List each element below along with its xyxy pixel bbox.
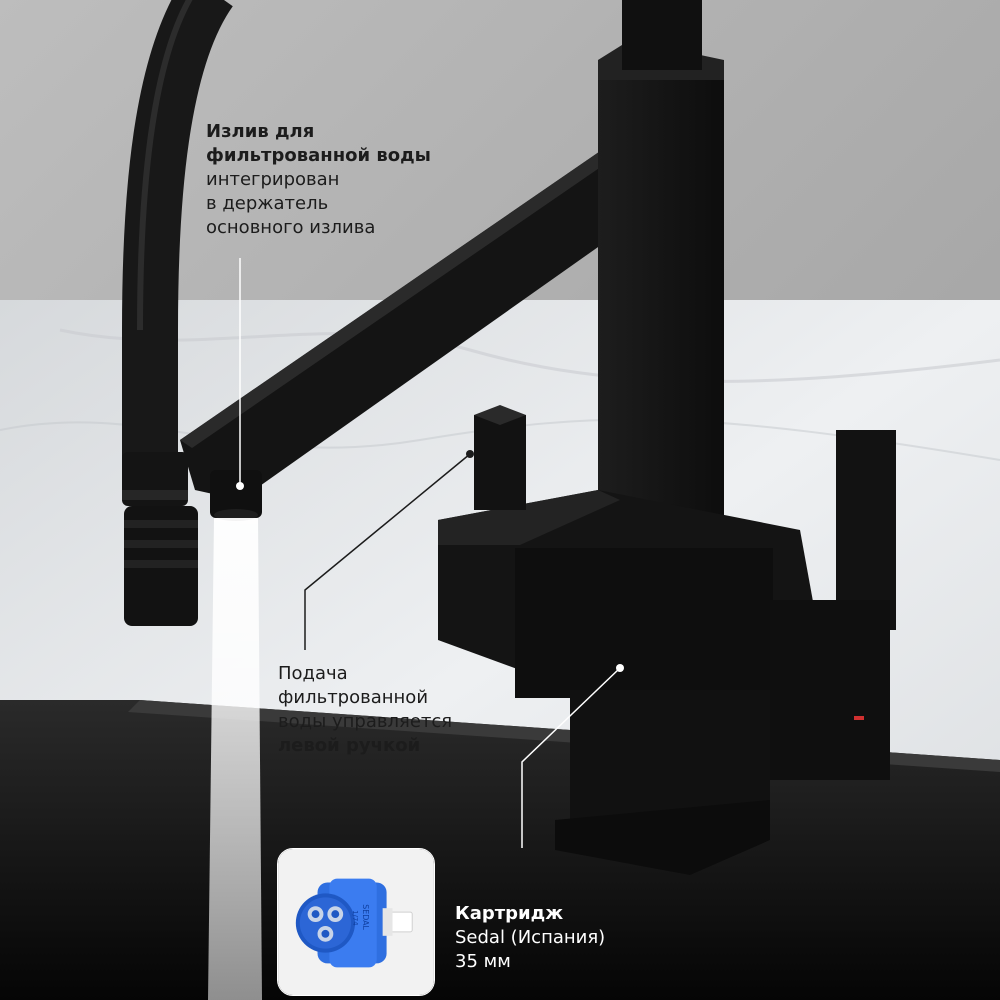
mixer-base xyxy=(555,800,770,875)
spout-callout: Излив для фильтрованной воды интегрирова… xyxy=(206,120,431,240)
left-handle xyxy=(474,415,526,510)
cartridge-inset: SEDAL 1/74 xyxy=(277,848,435,996)
right-handle-body xyxy=(770,600,890,780)
spout-callout-title-1: Излив для xyxy=(206,121,315,142)
handle-callout-text-3: воды управляется xyxy=(278,711,453,732)
cartridge-callout-title: Картридж xyxy=(455,903,564,924)
handle-callout-text-2: фильтрованной xyxy=(278,687,429,708)
right-handle xyxy=(836,430,896,630)
handle-callout: Подача фильтрованной воды управляется ле… xyxy=(278,662,452,758)
spout-callout-text-5: основного излива xyxy=(206,217,376,238)
column-top-cap xyxy=(622,0,702,70)
faucet-column xyxy=(598,60,724,580)
water-stream xyxy=(208,518,262,1000)
flexible-hose xyxy=(121,0,234,470)
hot-indicator-icon xyxy=(854,716,864,720)
spout-callout-text-3: интегрирован xyxy=(206,169,340,190)
cartridge-callout: Картридж Sedal (Испания) 35 мм xyxy=(455,902,605,974)
cartridge-callout-text-3: 35 мм xyxy=(455,951,511,972)
cartridge-callout-text-2: Sedal (Испания) xyxy=(455,927,606,948)
spout-callout-text-4: в держатель xyxy=(206,193,329,214)
handle-callout-text-1: Подача xyxy=(278,663,348,684)
cartridge-brand-label: SEDAL xyxy=(361,904,370,930)
main-spout-arm xyxy=(180,110,700,500)
cartridge-image: SEDAL 1/74 xyxy=(278,849,434,995)
spout-callout-title-2: фильтрованной воды xyxy=(206,145,431,166)
handle-callout-title-4: левой ручкой xyxy=(278,735,421,756)
cartridge-code-label: 1/74 xyxy=(351,910,359,925)
filtered-water-outlet xyxy=(210,470,262,518)
